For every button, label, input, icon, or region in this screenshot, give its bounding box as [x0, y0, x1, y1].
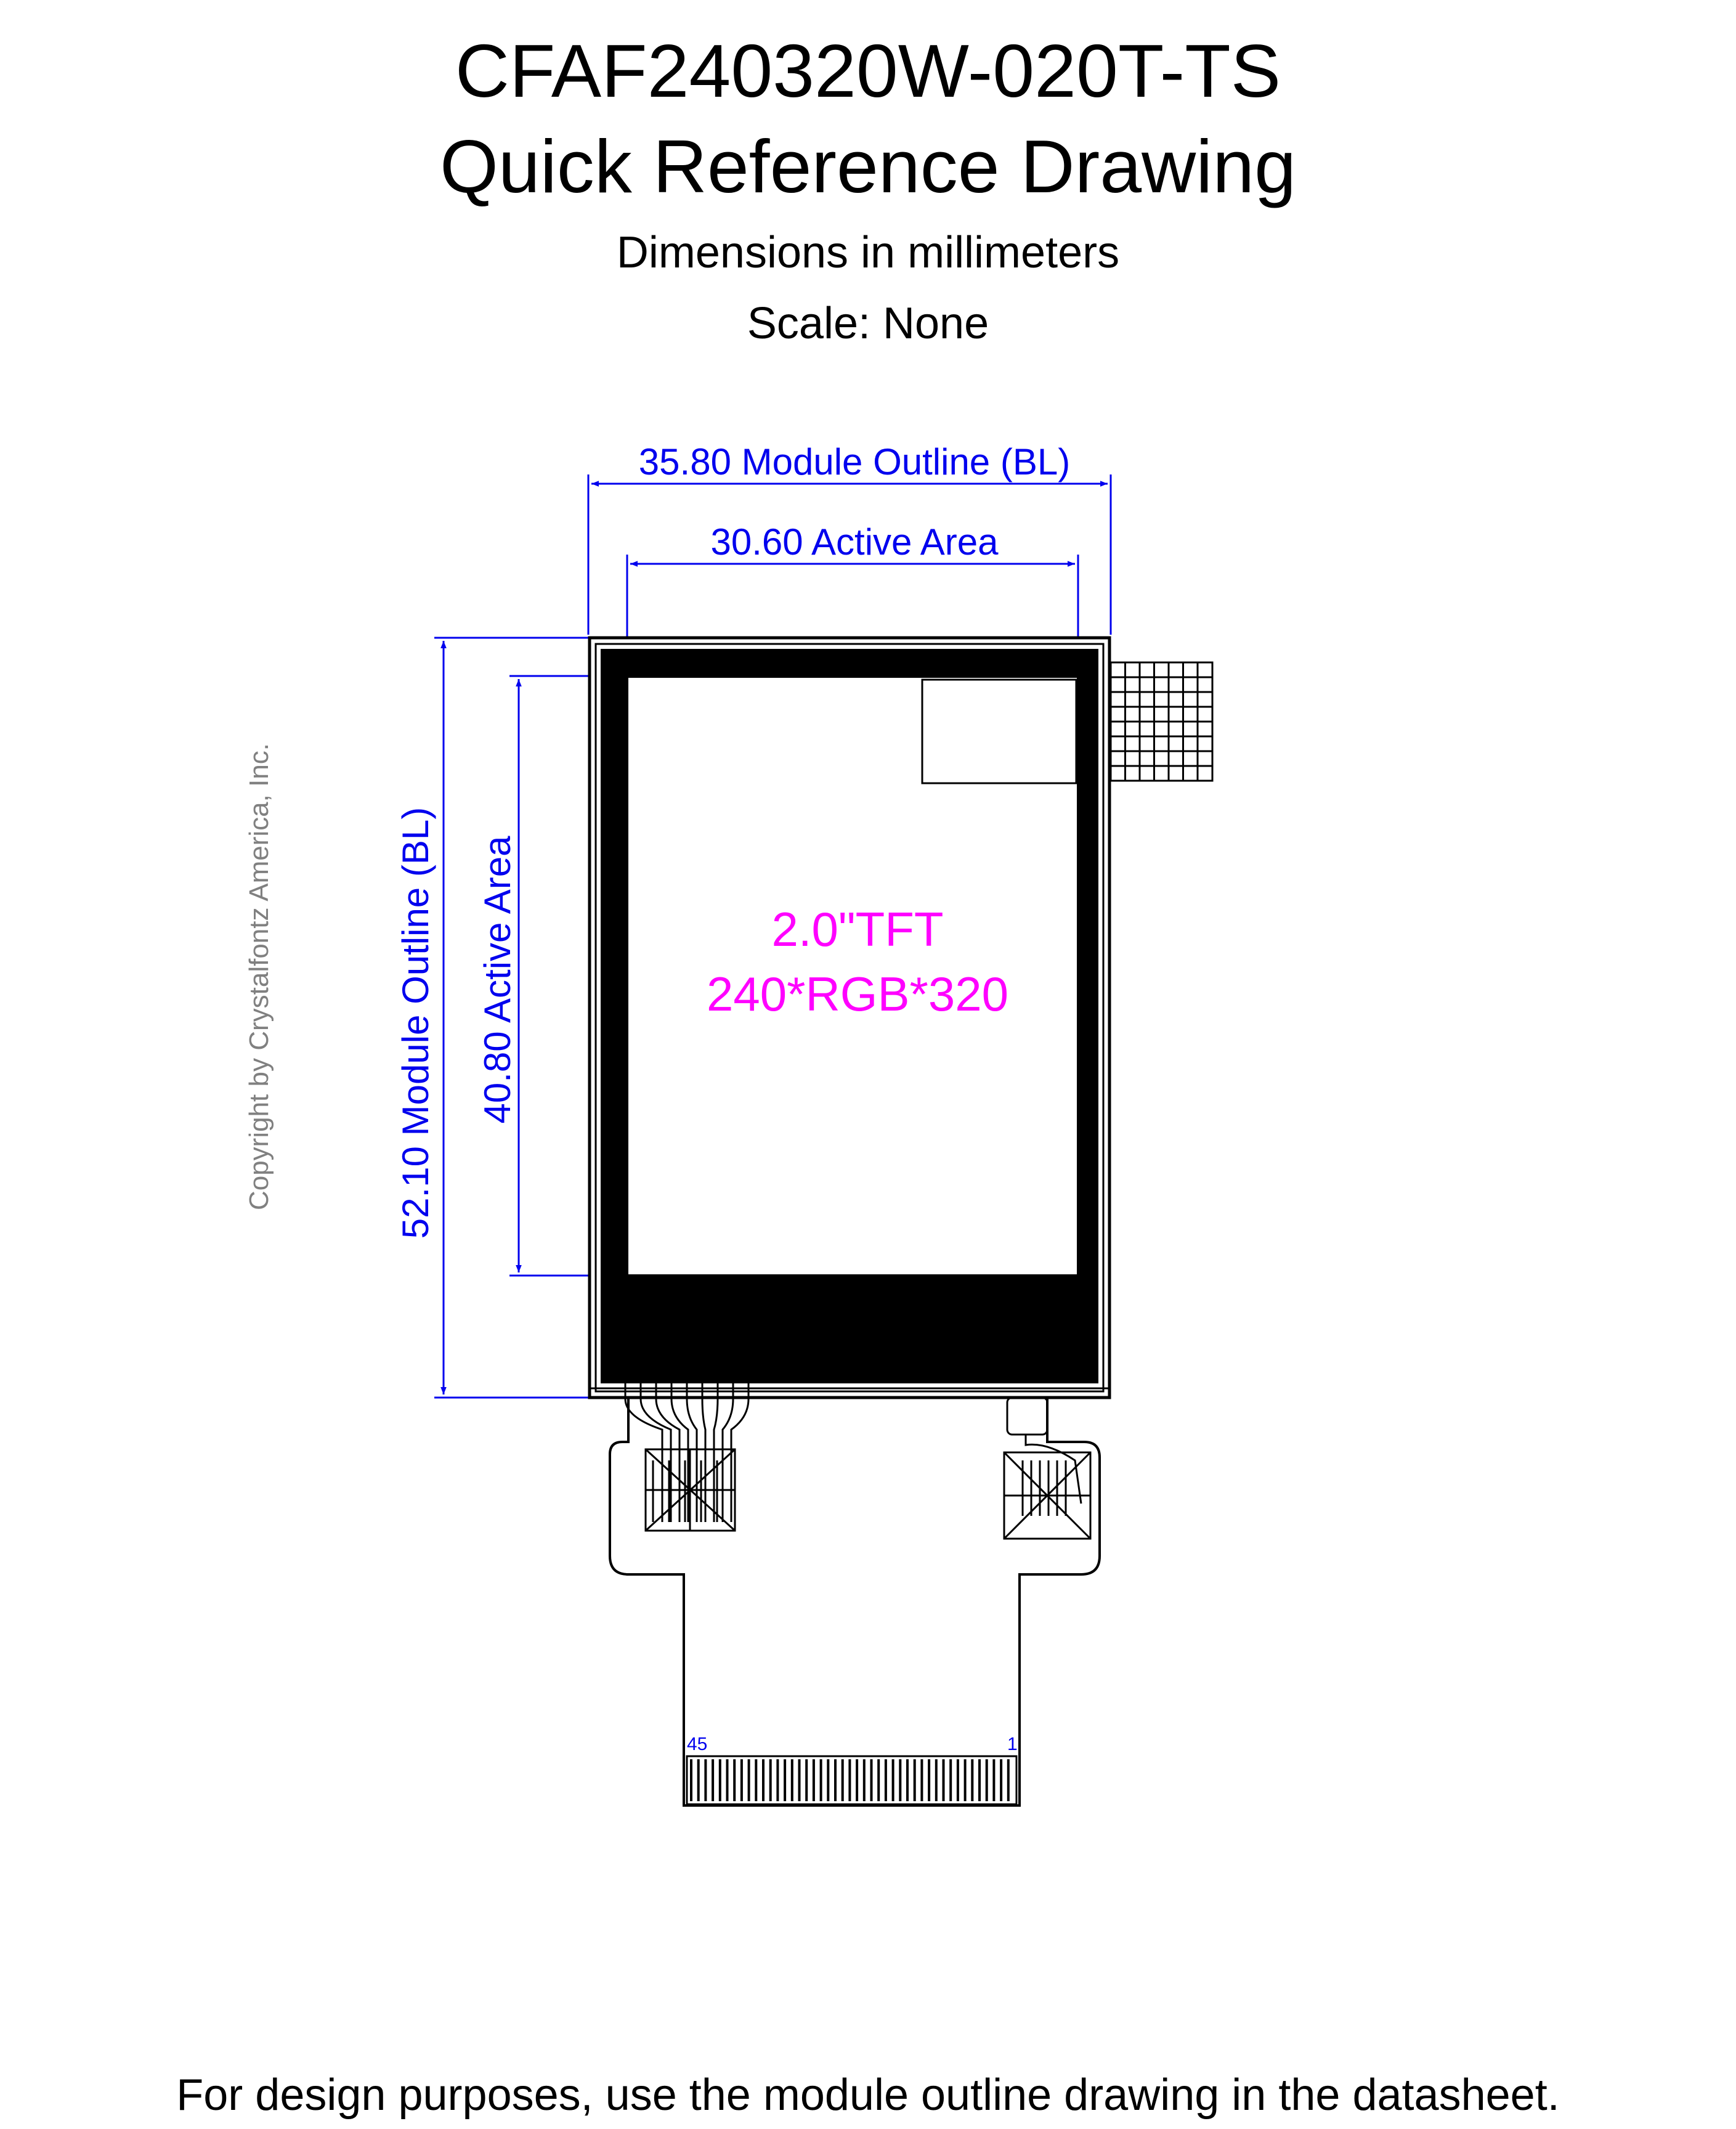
- active-width-label: 30.60 Active Area: [711, 521, 999, 563]
- module-width-label: 35.80 Module Outline (BL): [639, 441, 1070, 482]
- touch-region-rect: [921, 678, 1077, 784]
- active-height-label: 40.80 Active Area: [477, 836, 518, 1124]
- connector-contacts: [686, 1755, 1018, 1805]
- dimension-lines: [434, 474, 1112, 1399]
- flex-cable: [609, 1383, 1101, 1807]
- units-note: Dimensions in millimeters: [616, 228, 1120, 277]
- active-area: [628, 678, 1077, 1274]
- footer-note: For design purposes, use the module outl…: [176, 2070, 1560, 2120]
- display-size-label: 2.0"TFT: [771, 902, 943, 956]
- left-component-pads: [644, 1448, 736, 1532]
- connector-pin-1-label: 1: [1007, 1734, 1018, 1754]
- display-resolution-label: 240*RGB*320: [707, 967, 1008, 1021]
- module-height-label: 52.10 Module Outline (BL): [395, 807, 436, 1239]
- drawing-title: CFAF240320W-020T-TS: [455, 29, 1281, 113]
- module-outline: [588, 636, 1111, 1399]
- right-component-pads: [1003, 1451, 1092, 1540]
- connector-pin-45-label: 45: [687, 1734, 707, 1754]
- side-grid-tab: [1109, 661, 1214, 782]
- drawing-subtitle: Quick Reference Drawing: [439, 124, 1296, 208]
- copyright-text: Copyright by Crystalfontz America, Inc.: [244, 743, 274, 1210]
- scale-note: Scale: None: [747, 299, 989, 348]
